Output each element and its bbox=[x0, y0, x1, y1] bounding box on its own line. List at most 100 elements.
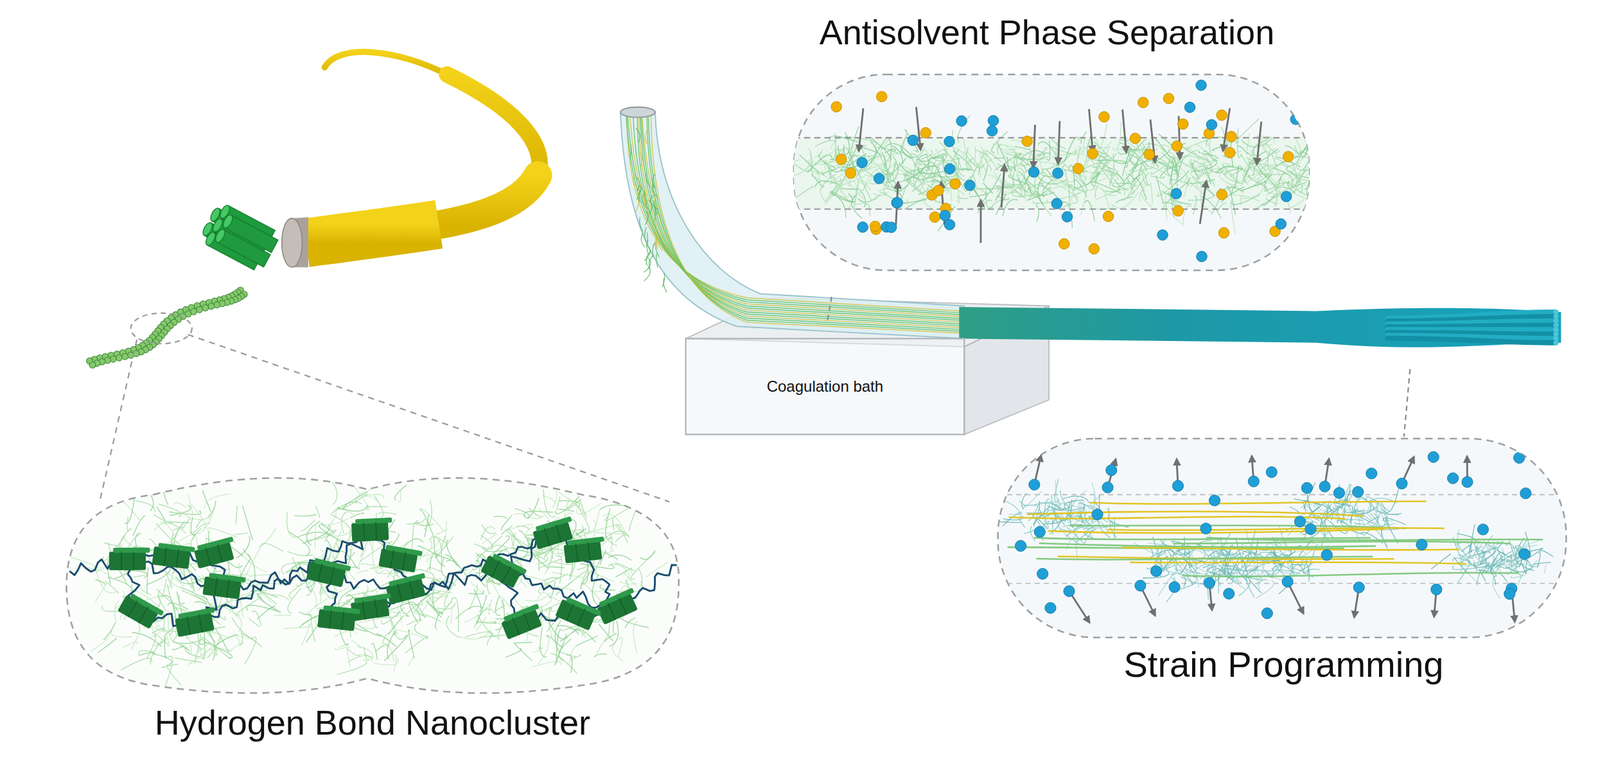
fibril bbox=[908, 149, 925, 159]
fibril bbox=[1097, 186, 1111, 193]
fibril bbox=[569, 654, 581, 661]
block-line bbox=[524, 613, 532, 631]
fibril bbox=[881, 152, 886, 168]
fibril bbox=[495, 596, 501, 616]
block-line bbox=[587, 542, 590, 561]
block-top bbox=[353, 593, 392, 604]
fibril bbox=[95, 584, 106, 602]
zoom-capsule bbox=[998, 438, 1567, 638]
jet-fibril bbox=[644, 190, 647, 205]
fibril bbox=[1014, 146, 1031, 151]
fibril bbox=[983, 183, 994, 194]
fibril bbox=[1145, 165, 1171, 177]
antisolvent-particle bbox=[1275, 219, 1287, 230]
fibril bbox=[186, 633, 192, 654]
solvent-particles bbox=[831, 80, 1302, 263]
block-top bbox=[113, 547, 150, 554]
fibril bbox=[566, 655, 573, 674]
solvent-particle bbox=[1171, 140, 1183, 152]
fibril bbox=[900, 145, 914, 158]
solvent-particle bbox=[1163, 93, 1175, 105]
fibril bbox=[556, 555, 562, 584]
block-line bbox=[390, 550, 394, 569]
nozzle bbox=[620, 107, 656, 118]
fibril bbox=[1142, 142, 1159, 168]
jet-fibril bbox=[644, 210, 649, 225]
solvent-particle bbox=[949, 178, 961, 190]
fibril bbox=[513, 642, 533, 643]
fibril bbox=[147, 567, 149, 595]
fibril bbox=[1002, 199, 1019, 218]
block-line bbox=[330, 566, 335, 585]
jet-fibril bbox=[650, 195, 659, 210]
jet-fibril bbox=[643, 193, 647, 208]
fibril bbox=[1113, 518, 1116, 540]
fibril bbox=[1001, 499, 1022, 518]
fibril-end bbox=[204, 230, 218, 247]
fibril bbox=[1235, 118, 1260, 144]
fibril bbox=[991, 159, 999, 171]
block-line bbox=[163, 547, 166, 566]
fibril bbox=[500, 595, 510, 607]
fibril bbox=[569, 646, 579, 664]
fibril bbox=[639, 550, 655, 560]
fibril bbox=[1132, 172, 1150, 194]
fibril bbox=[1068, 490, 1087, 505]
block-top bbox=[565, 597, 602, 617]
fibril bbox=[1064, 136, 1079, 162]
fibril bbox=[537, 556, 548, 564]
block-line bbox=[317, 563, 322, 582]
fibril bbox=[1267, 150, 1271, 172]
fibril bbox=[858, 174, 874, 195]
fibril bbox=[213, 569, 230, 573]
block-top bbox=[535, 516, 573, 532]
fibril bbox=[552, 489, 557, 509]
block-top bbox=[197, 536, 234, 551]
block-line bbox=[577, 608, 585, 626]
fibril bbox=[1066, 527, 1084, 544]
block-line bbox=[607, 603, 616, 620]
solvent-particle bbox=[1098, 111, 1110, 123]
antisolvent-particle bbox=[1290, 114, 1302, 126]
solvent-particle bbox=[1087, 148, 1099, 160]
fibril bbox=[858, 181, 871, 191]
fibril bbox=[1018, 172, 1031, 193]
fibril bbox=[562, 572, 584, 590]
fibril bbox=[283, 626, 309, 629]
block-top bbox=[158, 542, 196, 553]
fibril bbox=[993, 158, 1004, 160]
fibril bbox=[481, 526, 496, 541]
fibril bbox=[1287, 167, 1310, 189]
fibril bbox=[1150, 182, 1153, 205]
jet-fibril bbox=[639, 217, 643, 232]
antisolvent-particle bbox=[956, 115, 968, 127]
leader-line bbox=[1404, 369, 1411, 437]
fibril bbox=[1039, 159, 1044, 175]
fibril bbox=[1207, 141, 1213, 165]
fibril bbox=[120, 658, 153, 671]
antisolvent-particle bbox=[892, 197, 904, 209]
fibril bbox=[529, 508, 544, 518]
solvent-particle bbox=[1226, 131, 1238, 142]
fibril bbox=[1091, 204, 1114, 210]
nanocluster-texture bbox=[69, 477, 677, 691]
jet-fibril bbox=[656, 253, 658, 268]
fibril bbox=[1258, 144, 1272, 146]
block-top bbox=[492, 553, 527, 575]
antisolvent-particle bbox=[1028, 167, 1040, 178]
fibril bbox=[1129, 160, 1158, 172]
fibril bbox=[887, 188, 902, 199]
fibril bbox=[287, 588, 302, 614]
fibril bbox=[980, 147, 988, 162]
fibril bbox=[202, 490, 211, 512]
jet-fibril bbox=[641, 233, 645, 248]
fibril bbox=[465, 632, 493, 638]
fibril bbox=[470, 581, 485, 595]
bead bbox=[202, 304, 209, 311]
fibril bbox=[1238, 145, 1249, 155]
fibril bbox=[1240, 195, 1244, 206]
fibril bbox=[1082, 137, 1085, 157]
solvent-particle bbox=[920, 127, 932, 139]
hbond-block bbox=[117, 591, 165, 632]
fibril bbox=[966, 147, 969, 172]
